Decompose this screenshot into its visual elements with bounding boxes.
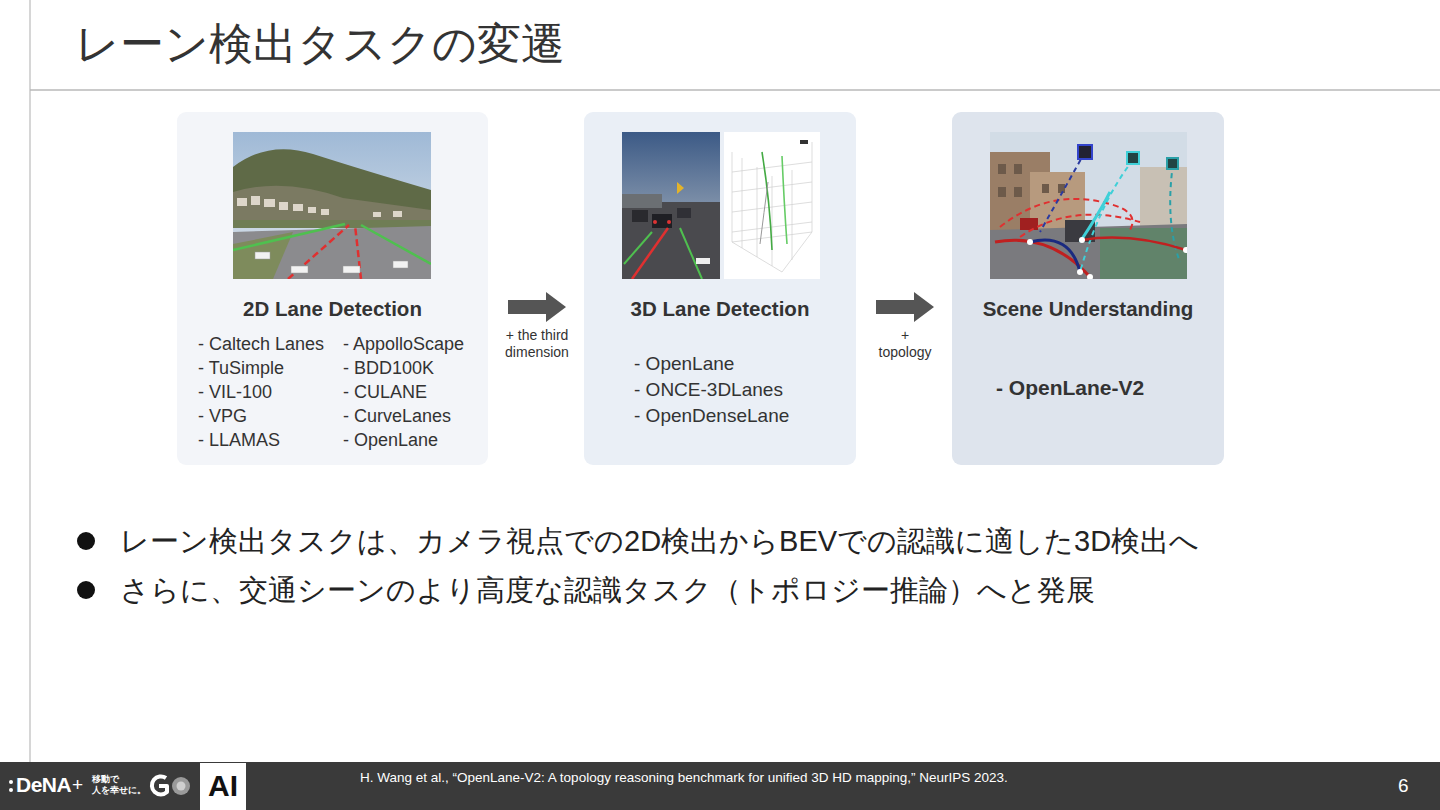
dataset-item: - Caltech Lanes	[198, 332, 324, 356]
bullet-text: レーン検出タスクは、カメラ視点での2D検出からBEVでの認識に適した3D検出へ	[120, 523, 1420, 559]
logo-dot	[9, 780, 13, 784]
dataset-item: - CULANE	[343, 380, 427, 404]
panel-heading: 2D Lane Detection	[177, 295, 488, 323]
footer-bar	[0, 762, 1440, 810]
logo-tagline: 移動で 人を幸せに。	[92, 774, 146, 796]
dataset-item: - LLAMAS	[198, 428, 280, 452]
ai-badge	[200, 763, 246, 810]
bullet-dot	[77, 581, 95, 599]
dataset-item: - TuSimple	[198, 356, 284, 380]
page-number: 6	[1398, 774, 1409, 798]
go-logo	[152, 776, 190, 795]
road-photo-2d	[233, 132, 431, 279]
topology-scene-photo	[990, 132, 1187, 279]
panel-heading: 3D Lane Detection	[584, 295, 856, 323]
stage-panel: Scene Understanding - OpenLane-V2	[952, 112, 1224, 465]
dataset-item: - OpenLane	[634, 352, 734, 376]
dataset-item: - OpenLane-V2	[996, 376, 1144, 400]
road-photo-3d-plot	[622, 132, 820, 279]
citation: H. Wang et al., “OpenLane-V2: A topology…	[360, 769, 1008, 787]
logo-text: DeNA	[16, 772, 71, 798]
arrow-label: + the third dimension	[501, 327, 573, 361]
dataset-item: - AppolloScape	[343, 332, 464, 356]
stage-panel: 2D Lane Detection - Caltech Lanes- TuSimp…	[177, 112, 488, 465]
dataset-item: - OpenLane	[343, 428, 438, 452]
panel-heading: Scene Understanding	[952, 295, 1224, 323]
margin-line	[29, 0, 31, 762]
dataset-item: - ONCE-3DLanes	[634, 378, 783, 402]
dataset-item: - CurveLanes	[343, 404, 451, 428]
logo-dot	[9, 788, 13, 792]
bullet-text: さらに、交通シーンのより高度な認識タスク（トポロジー推論）へと発展	[120, 572, 1420, 608]
flow-arrow	[508, 292, 566, 322]
slide-title: レーン検出タスクの変遷	[75, 16, 565, 72]
dataset-item: - OpenDenseLane	[634, 404, 789, 428]
bullet-dot	[77, 532, 95, 550]
dataset-item: - VIL-100	[198, 380, 272, 404]
arrow-label: + topology	[875, 327, 935, 361]
flow-arrow	[876, 292, 934, 322]
stage-panel: 3D Lane Detection - OpenLane- ONCE-3DLane…	[584, 112, 856, 465]
dataset-item: - VPG	[198, 404, 247, 428]
ai-badge-text: AI	[200, 767, 246, 805]
title-rule	[30, 89, 1440, 91]
dataset-item: - BDD100K	[343, 356, 434, 380]
logo-plus: +	[72, 773, 83, 797]
